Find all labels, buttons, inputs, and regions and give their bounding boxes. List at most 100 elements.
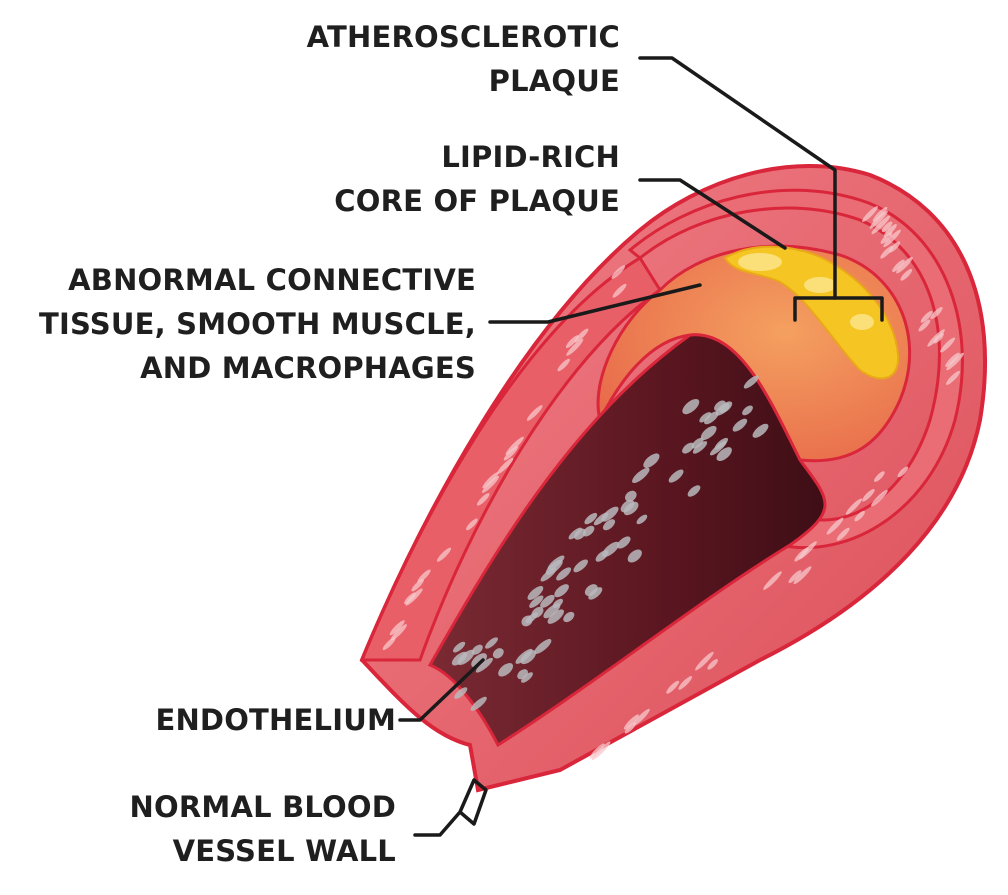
wall-fiber (763, 571, 782, 590)
lumen-cell (554, 584, 569, 598)
leader-lipid-core (638, 178, 787, 250)
lumen-cell (682, 442, 695, 454)
bracket-atherosclerotic-plaque (793, 296, 884, 322)
wall-fiber (918, 319, 931, 332)
wall-fiber (591, 741, 611, 761)
lumen-cell (543, 603, 561, 619)
wall-fiber (874, 471, 885, 482)
wall-fiber (678, 676, 693, 690)
lumen-cell (700, 425, 717, 440)
label-atherosclerotic-plaque: ATHEROSCLEROTIC PLAQUE (307, 15, 620, 103)
wall-fiber (869, 210, 888, 229)
lumen-cell (475, 657, 493, 673)
wall-fiber (611, 265, 626, 279)
wall-fiber (389, 620, 405, 636)
lumen-cell (584, 512, 598, 525)
label-abnormal-tissue-line1: ABNORMAL CONNECTIVE (68, 263, 476, 297)
wall-fiber (871, 489, 888, 507)
wall-fiber (612, 283, 627, 298)
lumen-cell (627, 549, 642, 563)
lumen-cell (719, 401, 733, 414)
leader-atherosclerotic-plaque (638, 56, 837, 300)
lumen-cell (471, 653, 487, 668)
lumen-cell (588, 587, 603, 600)
wall-fiber (845, 498, 863, 515)
label-normal-vessel-wall-line2: VESSEL WALL (172, 834, 396, 868)
wall-fiber (940, 337, 956, 353)
label-endothelium: ENDOTHELIUM (155, 698, 396, 742)
lumen-cell (709, 441, 727, 456)
lumen-cell (636, 514, 648, 525)
lipid-core (723, 245, 900, 380)
wall-fiber (892, 259, 905, 273)
lumen-cell (625, 490, 637, 502)
lumen-cell (547, 609, 564, 624)
lumen-cell (453, 641, 466, 653)
wall-fiber (897, 466, 909, 478)
leader-lines (398, 56, 884, 837)
wall-fiber (390, 624, 407, 641)
wall-fiber (707, 659, 718, 670)
lumen-cell (687, 485, 701, 497)
lumen-cell (691, 437, 704, 449)
wall-fiber (862, 206, 878, 223)
lumen-cell (602, 519, 616, 531)
wall-fiber (883, 229, 901, 248)
wall-fiber (695, 651, 714, 671)
lumen-cell (517, 669, 528, 680)
wall-fiber (411, 578, 424, 592)
label-abnormal-tissue: ABNORMAL CONNECTIVE TISSUE, SMOOTH MUSCL… (39, 258, 476, 390)
wall-fiber (872, 206, 888, 222)
wall-fiber (497, 457, 514, 474)
lumen-cell (595, 550, 609, 562)
lumen-cell (485, 637, 498, 649)
wall-fiber (476, 493, 490, 506)
lumen-cell (716, 447, 732, 462)
label-lipid-core: LIPID-RICH CORE OF PLAQUE (334, 135, 620, 223)
lumen-cell (752, 423, 769, 438)
wall-fiber (883, 224, 897, 238)
lumen-cell (732, 418, 748, 432)
lumen-cell (563, 611, 575, 623)
lumen-cell (498, 663, 514, 677)
label-endothelium-line1: ENDOTHELIUM (155, 703, 396, 737)
wall-fiber (557, 358, 570, 372)
lumen-cell (682, 399, 700, 415)
lumen-cell (521, 672, 533, 683)
wall-fiber (826, 517, 844, 535)
lumen-cell (743, 375, 759, 389)
wall-fiber (945, 370, 961, 385)
lumen-cell (714, 400, 726, 412)
label-abnormal-tissue-line2: TISSUE, SMOOTH MUSCLE, (39, 307, 476, 341)
lumen-cell (529, 595, 544, 608)
wall-fiber (466, 518, 478, 531)
lumen-cell (632, 467, 650, 484)
wall-fiber (574, 328, 589, 343)
endothelium-cells (451, 375, 769, 711)
lumen-cell (704, 411, 719, 425)
wall-fiber (945, 352, 960, 368)
label-normal-vessel-wall-line1: NORMAL BLOOD (129, 790, 396, 824)
lumen-cell (556, 567, 572, 581)
wall-fiber (854, 510, 865, 522)
lumen-cell (643, 453, 660, 468)
wall-fiber (793, 566, 812, 585)
wall-fiber (526, 405, 543, 421)
wall-fiber (881, 221, 893, 233)
wall-fiber (566, 338, 584, 356)
lumen-cell (573, 559, 588, 573)
leader-abnormal-tissue (488, 283, 702, 324)
wall-fiber (666, 680, 680, 694)
lumen-cell (457, 649, 475, 666)
wall-fiber (836, 527, 850, 541)
lumen-cell (574, 528, 586, 540)
wall-fiber (623, 714, 639, 730)
wall-fiber (920, 310, 933, 323)
wall-fiber (382, 637, 396, 651)
wall-fiber (788, 570, 802, 584)
wall-fiber (505, 436, 524, 455)
bracket-normal-wall (413, 778, 488, 837)
label-normal-vessel-wall: NORMAL BLOOD VESSEL WALL (130, 785, 396, 873)
lumen-cell (617, 536, 631, 549)
wall-fiber (880, 232, 893, 244)
